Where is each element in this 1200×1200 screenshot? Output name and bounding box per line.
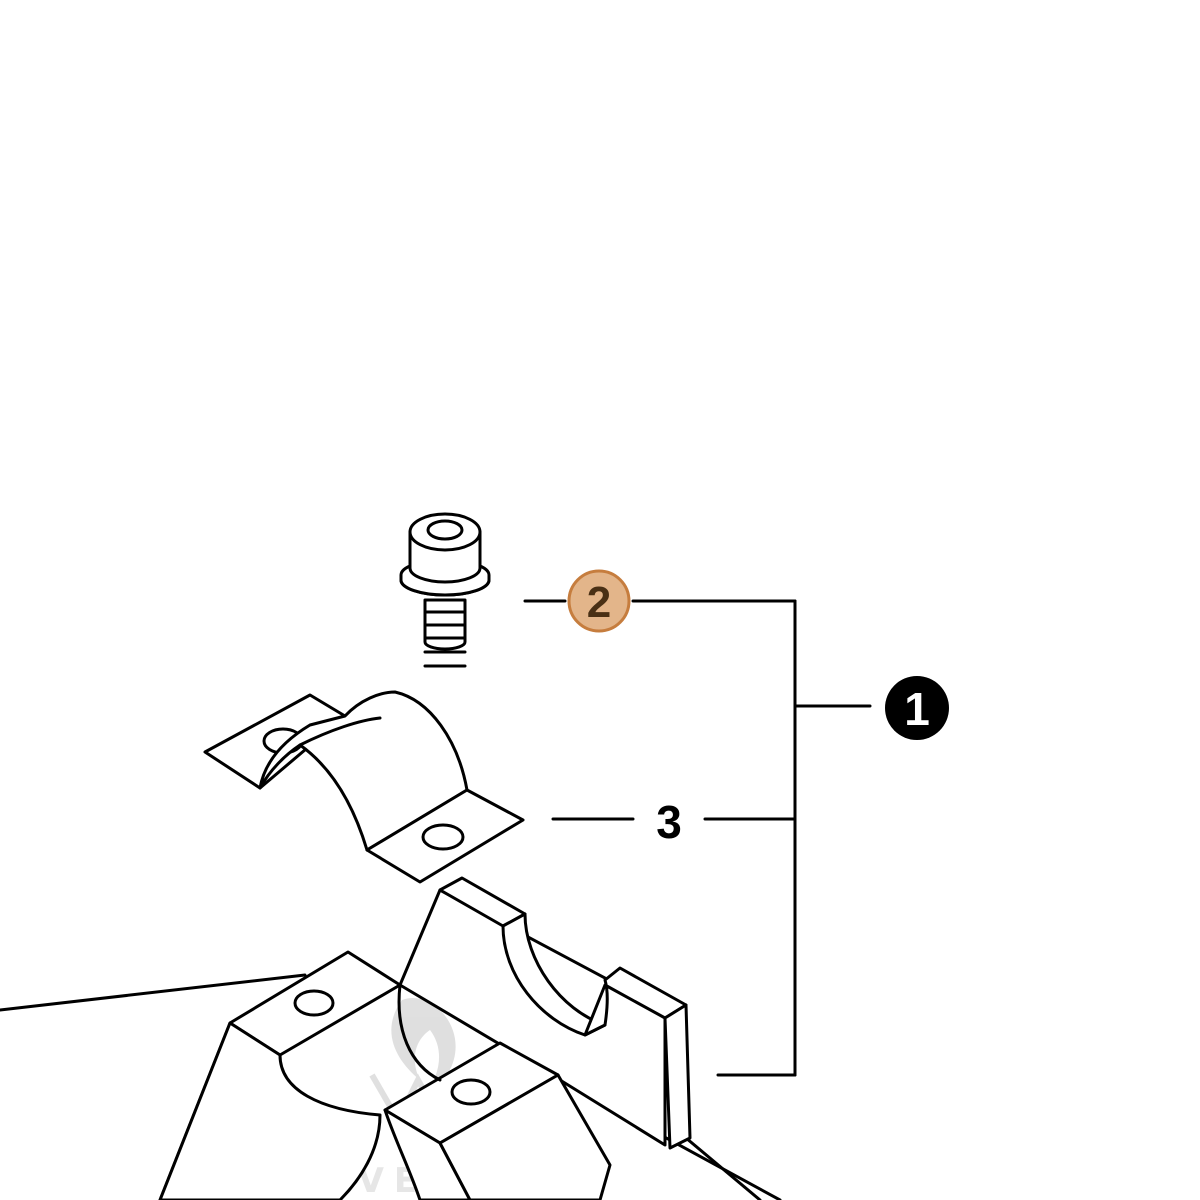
callout-1-label: 1 <box>904 683 930 735</box>
clamp-illustration <box>203 690 525 884</box>
screw-illustration <box>399 512 491 668</box>
callout-2-badge[interactable]: 2 <box>567 569 631 633</box>
callout-2-label: 2 <box>587 578 611 627</box>
mounting-bracket <box>0 876 782 1200</box>
callout-3[interactable]: 3 <box>656 796 682 848</box>
callout-3-label: 3 <box>656 796 682 848</box>
leader-lines <box>523 599 872 1077</box>
callout-1-badge[interactable]: 1 <box>885 676 949 740</box>
